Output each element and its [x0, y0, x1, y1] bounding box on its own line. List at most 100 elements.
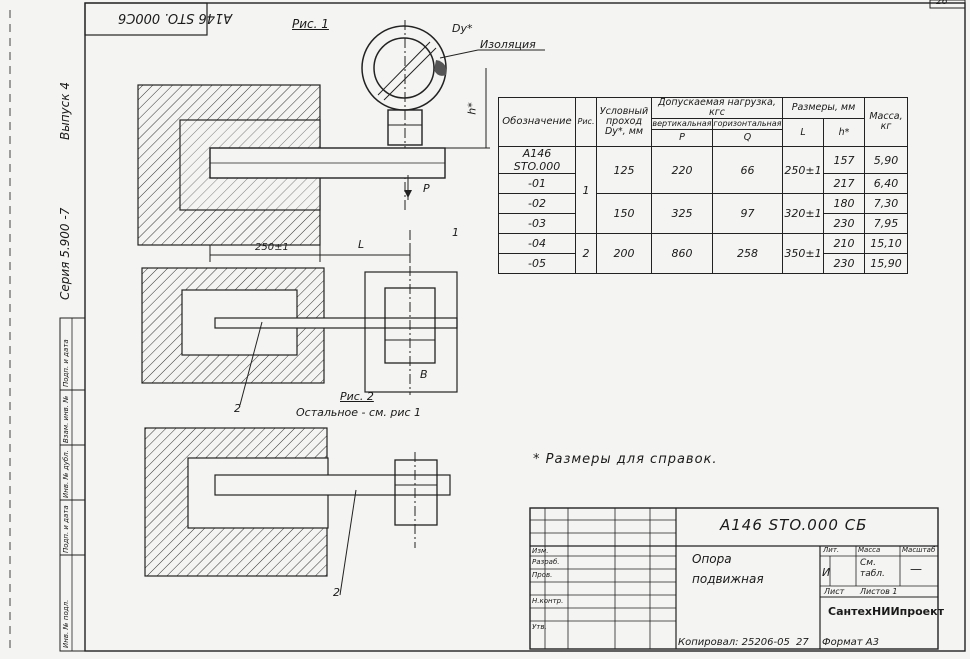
sheets-label: Листов 1 — [860, 587, 898, 596]
l-label: L — [358, 238, 365, 251]
role-developer: Разраб. — [532, 558, 560, 566]
copied-number: 27 — [796, 637, 809, 648]
role-change: Изм. — [532, 547, 549, 555]
cell-q: 66 — [711, 146, 784, 194]
cell-designation: -03 — [498, 213, 576, 234]
insulation-marker — [434, 60, 447, 76]
lit-label: Лит. — [823, 546, 840, 554]
cell-mass: 7,95 — [864, 213, 908, 234]
format-label: Формат А3 — [822, 637, 879, 648]
cell-mass: 6,40 — [864, 173, 908, 194]
h-label: h* — [465, 102, 479, 115]
table-row: -01 217 6,40 — [498, 173, 908, 194]
th-designation: Обозначение — [498, 97, 576, 147]
cell-p: 325 — [651, 193, 713, 234]
title-block-frame — [529, 507, 939, 650]
th-horizontal: горизонтальная — [711, 118, 784, 130]
du-label: Dу* — [452, 22, 473, 35]
dash-value: — — [910, 562, 922, 576]
cell-h: 230 — [823, 253, 865, 274]
scale-value: См. табл. — [860, 558, 885, 579]
copied-label: Копировал: 25206-05 — [678, 637, 790, 648]
doc-code: А146 STO.000 СБ — [720, 516, 868, 534]
cell-mass: 7,30 — [864, 193, 908, 214]
cell-fig: 1 — [575, 146, 597, 234]
cell-designation: А146 STO.000 — [498, 146, 576, 174]
stamp-sign-date-1: Подп. и дата — [62, 339, 70, 387]
code-box-text: A146 STO. 000C6 — [118, 10, 233, 25]
th-p: P — [651, 129, 713, 147]
cell-h: 217 — [823, 173, 865, 194]
stamp-orig-inv: Инв. № подл. — [62, 599, 70, 648]
insulation-label: Изоляция — [480, 38, 536, 51]
p-label: P — [423, 182, 430, 195]
th-h: h* — [823, 118, 865, 147]
sheet-label: Лист — [824, 587, 845, 596]
cell-h: 210 — [823, 233, 865, 254]
scale-label: Масштаб — [902, 546, 936, 554]
role-approver: Утв. — [532, 623, 547, 631]
cell-mass: 5,90 — [864, 146, 908, 174]
spec-table: Обозначение Рис. Условный проход Dу*, мм… — [498, 97, 908, 274]
pipe-inner — [373, 37, 435, 99]
cell-h: 230 — [823, 213, 865, 234]
cell-h: 180 — [823, 193, 865, 214]
role-norm-control: Н.контр. — [532, 597, 564, 605]
beam-fig3 — [214, 474, 451, 496]
code-box-frame — [84, 2, 208, 36]
dim-250: 250±1 — [255, 242, 289, 253]
th-vertical: вертикальная — [651, 118, 713, 130]
th-fig: Рис. — [575, 97, 597, 147]
role-checker: Пров. — [532, 571, 553, 579]
th-du: Условный проход Dу*, мм — [596, 97, 652, 147]
footnote: * Размеры для справок. — [533, 452, 718, 467]
page-number: 26 — [936, 0, 948, 7]
beam-fig2 — [214, 317, 458, 329]
name-line2: подвижная — [692, 572, 764, 586]
cell-designation: -02 — [498, 193, 576, 214]
cell-mass: 15,10 — [864, 233, 908, 254]
cell-p: 220 — [651, 146, 713, 194]
binding-stamp — [59, 317, 86, 652]
table-row: -05 230 15,90 — [498, 253, 908, 274]
page-number-box — [929, 0, 966, 9]
cell-designation: -05 — [498, 253, 576, 274]
cell-mass: 15,90 — [864, 253, 908, 274]
cell-du: 150 — [596, 193, 652, 234]
stamp-dup-inv: Инв. № дубл. — [62, 450, 70, 498]
cell-l: 250±1 — [782, 146, 824, 194]
mass-label: Масса — [858, 546, 881, 554]
stamp-sign-date-2: Подп. и дата — [62, 505, 70, 553]
cell-du: 125 — [596, 146, 652, 194]
callout-2b: 2 — [333, 586, 340, 599]
cell-p: 860 — [651, 233, 713, 274]
name-line1: Опора — [692, 552, 732, 566]
table-row: -02 150 325 97 320±1 180 7,30 — [498, 193, 908, 234]
cell-l: 350±1 — [782, 233, 824, 274]
table-row: А146 STO.000 1 125 220 66 250±1 157 5,90 — [498, 146, 908, 234]
letter-value: И — [822, 566, 831, 579]
th-l: L — [782, 118, 824, 147]
callout-1: 1 — [452, 226, 459, 239]
support-fig2 — [364, 271, 458, 393]
series-label: Серия 5.900 -7 — [58, 207, 72, 300]
issue-label: Выпуск 4 — [58, 82, 72, 140]
stamp-replace-inv: Взам. инв. № — [62, 395, 70, 443]
org-name: СантехНИИпроект — [828, 605, 944, 618]
cell-designation: -01 — [498, 173, 576, 194]
table-row: -04 2 200 860 258 350±1 210 15,10 — [498, 233, 908, 274]
th-sizes: Размеры, мм — [782, 97, 865, 119]
support-fig3 — [394, 459, 438, 526]
th-loads: Допускаемая нагрузка, кгс — [651, 97, 783, 119]
fig2-label: Рис. 2 — [340, 390, 374, 403]
fig1-label: Рис. 1 — [292, 17, 329, 31]
cell-designation: -04 — [498, 233, 576, 254]
cell-fig: 2 — [575, 233, 597, 274]
cell-q: 258 — [711, 233, 784, 274]
th-mass: Масса, кг — [864, 97, 908, 147]
cell-du: 200 — [596, 233, 652, 274]
callout-2a: 2 — [234, 402, 241, 415]
cell-q: 97 — [711, 193, 784, 234]
